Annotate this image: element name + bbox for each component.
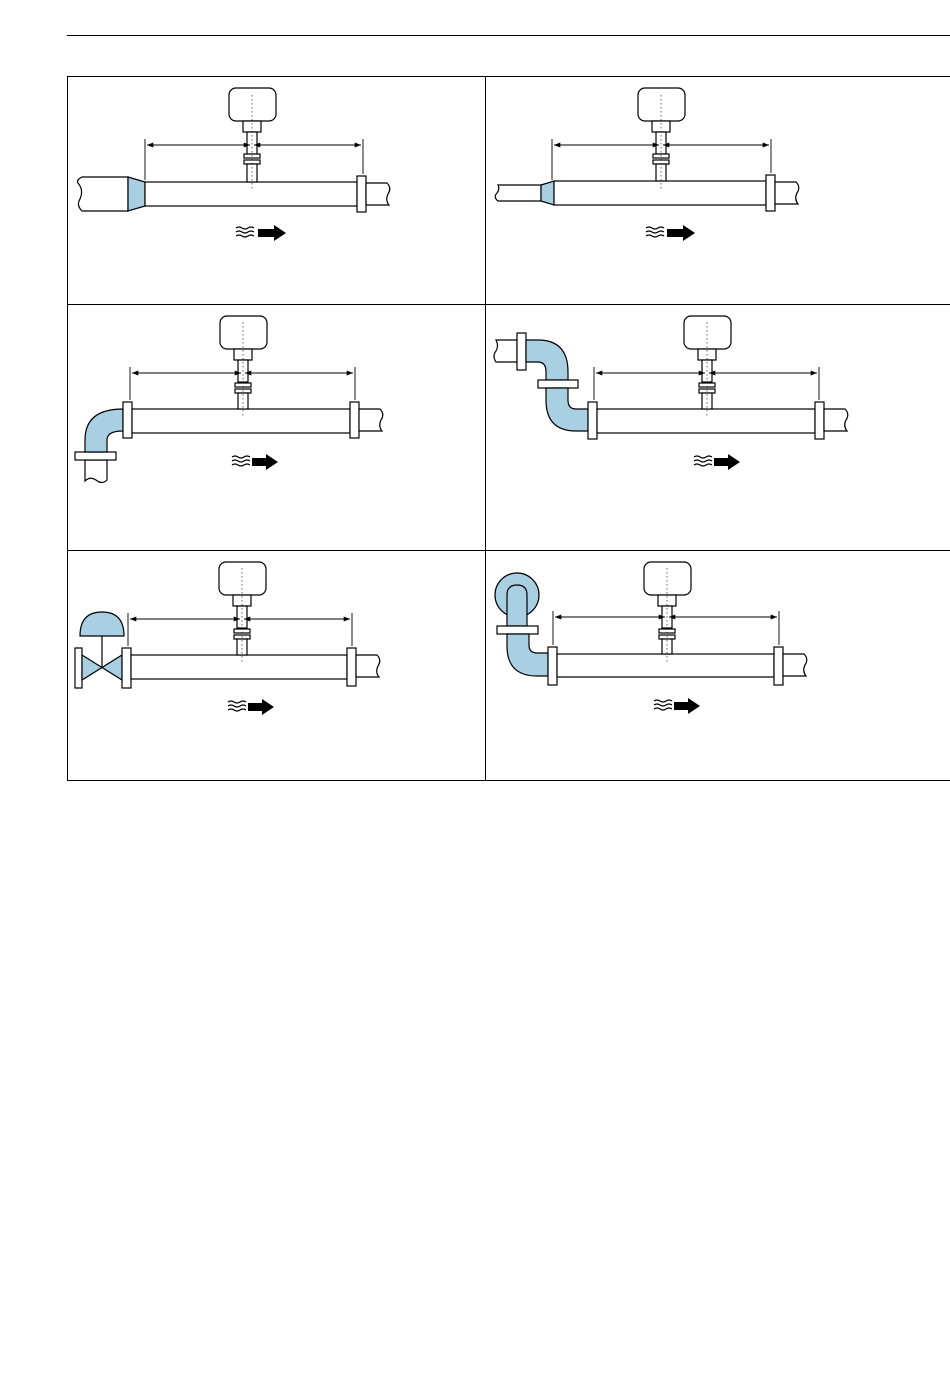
flow-direction-arrow-icon bbox=[232, 454, 278, 470]
downstream-pipe bbox=[356, 655, 380, 677]
sensor-head-icon bbox=[644, 562, 691, 664]
inlet-flange bbox=[548, 647, 557, 685]
second-elbow-disturbance bbox=[546, 388, 588, 431]
inlet-flange bbox=[123, 402, 132, 438]
downstream-pipe bbox=[359, 409, 383, 431]
measuring-pipe bbox=[131, 655, 347, 679]
sensor-head-icon bbox=[220, 316, 267, 418]
measuring-pipe bbox=[597, 409, 815, 433]
measuring-pipe bbox=[554, 181, 766, 205]
panel-single-elbow bbox=[75, 316, 383, 483]
elbow-inlet-flange bbox=[75, 452, 116, 460]
panel-reducer-large bbox=[78, 88, 390, 241]
inlet-flange bbox=[122, 648, 131, 688]
sensor-head-icon bbox=[229, 88, 276, 190]
elbow-inlet-flange bbox=[517, 333, 526, 370]
outlet-flange bbox=[766, 175, 775, 211]
middle-flange bbox=[538, 380, 578, 388]
downstream-pipe bbox=[824, 409, 848, 431]
inlet-flange bbox=[588, 402, 597, 439]
flow-direction-arrow-icon bbox=[694, 454, 740, 470]
measuring-pipe bbox=[557, 654, 774, 677]
outlet-flange bbox=[347, 648, 356, 686]
sensor-head-icon bbox=[219, 562, 266, 664]
upstream-pipe bbox=[494, 340, 517, 362]
upstream-pipe bbox=[78, 177, 129, 211]
measuring-pipe bbox=[132, 409, 350, 433]
outlet-flange bbox=[774, 647, 783, 685]
flow-direction-arrow-icon bbox=[654, 698, 700, 714]
downstream-pipe bbox=[783, 654, 807, 676]
panel-double-elbow bbox=[494, 316, 848, 470]
flow-direction-arrow-icon bbox=[236, 225, 286, 241]
outlet-flange bbox=[815, 402, 824, 439]
elbow-disturbance bbox=[85, 409, 123, 452]
measuring-pipe bbox=[145, 182, 357, 206]
first-elbow-disturbance bbox=[526, 340, 568, 380]
valve-actuator-disturbance bbox=[80, 612, 124, 636]
middle-flange bbox=[497, 626, 538, 634]
panel-reducer-small bbox=[495, 88, 799, 241]
outlet-flange bbox=[357, 176, 366, 212]
second-elbow-disturbance bbox=[507, 634, 548, 676]
panel-control-valve bbox=[75, 562, 380, 715]
valve-inlet-flange bbox=[75, 648, 82, 688]
panel-double-elbow-3d bbox=[495, 562, 807, 714]
reducer-disturbance bbox=[541, 181, 554, 205]
flow-direction-arrow-icon bbox=[228, 699, 274, 715]
sensor-head-icon bbox=[684, 316, 731, 418]
flow-direction-arrow-icon bbox=[646, 225, 695, 241]
downstream-pipe bbox=[775, 182, 799, 204]
reducer-disturbance bbox=[128, 177, 145, 211]
sensor-head-icon bbox=[638, 88, 685, 190]
outlet-flange bbox=[350, 402, 359, 438]
upstream-pipe bbox=[495, 185, 541, 201]
upstream-pipe bbox=[85, 460, 107, 483]
downstream-pipe bbox=[366, 183, 390, 205]
